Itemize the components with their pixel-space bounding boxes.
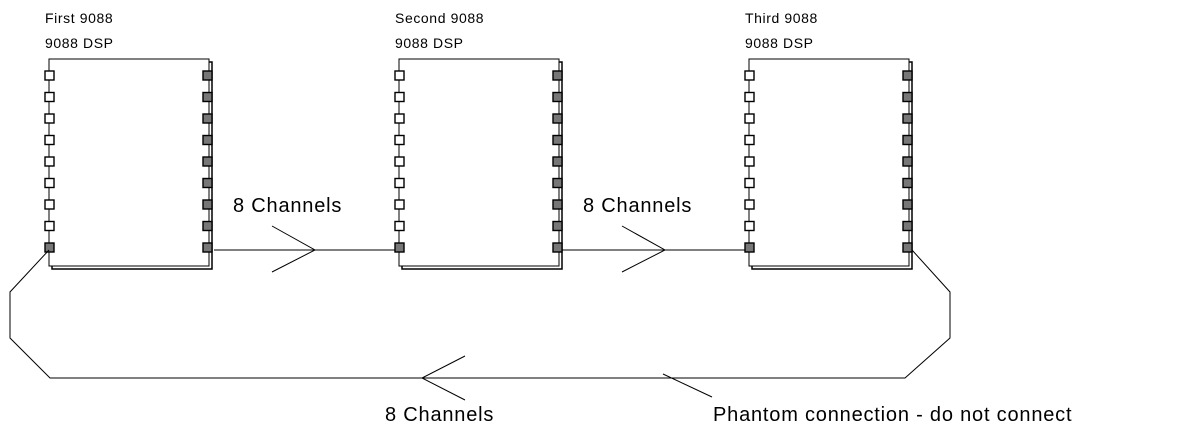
output-port[interactable] bbox=[902, 199, 913, 210]
device-name: Second 9088 bbox=[395, 10, 485, 26]
arrow-right-icon bbox=[271, 225, 317, 273]
input-port[interactable] bbox=[394, 113, 405, 124]
output-port[interactable] bbox=[552, 156, 563, 167]
output-port[interactable] bbox=[202, 134, 213, 146]
output-port[interactable] bbox=[902, 113, 913, 124]
input-port[interactable] bbox=[744, 199, 755, 210]
input-port[interactable] bbox=[744, 113, 755, 124]
output-port[interactable] bbox=[552, 220, 563, 232]
arrow-left-icon bbox=[420, 355, 466, 401]
input-port[interactable] bbox=[744, 134, 755, 146]
output-port[interactable] bbox=[902, 70, 913, 81]
output-port[interactable] bbox=[902, 91, 913, 103]
input-port[interactable] bbox=[44, 199, 55, 210]
output-port[interactable] bbox=[902, 177, 913, 189]
dsp-block-frame bbox=[48, 58, 210, 267]
channels-label-second-third: 8 Channels bbox=[583, 195, 693, 217]
input-port[interactable] bbox=[394, 156, 405, 167]
input-port[interactable] bbox=[394, 134, 405, 146]
net-in-port[interactable] bbox=[44, 242, 55, 253]
input-port[interactable] bbox=[44, 156, 55, 167]
input-port[interactable] bbox=[744, 70, 755, 81]
output-port[interactable] bbox=[552, 113, 563, 124]
input-port[interactable] bbox=[394, 199, 405, 210]
input-port[interactable] bbox=[44, 70, 55, 81]
output-port[interactable] bbox=[552, 199, 563, 210]
input-port[interactable] bbox=[394, 70, 405, 81]
output-port[interactable] bbox=[202, 70, 213, 81]
input-port[interactable] bbox=[744, 220, 755, 232]
device-model: 9088 DSP bbox=[745, 35, 814, 51]
dsp-block-frame bbox=[398, 58, 560, 267]
dsp-block-frame bbox=[748, 58, 910, 267]
input-port[interactable] bbox=[744, 91, 755, 103]
input-port[interactable] bbox=[44, 134, 55, 146]
input-port[interactable] bbox=[44, 113, 55, 124]
phantom-connection-note: Phantom connection - do not connect bbox=[713, 404, 1073, 426]
arrow-right-icon bbox=[621, 225, 667, 273]
net-in-port[interactable] bbox=[744, 242, 755, 253]
phantom-pointer-line bbox=[662, 373, 713, 398]
net-out-port[interactable] bbox=[552, 242, 563, 253]
channels-label-third-first: 8 Channels bbox=[385, 404, 495, 426]
device-name: Third 9088 bbox=[745, 10, 818, 26]
input-port[interactable] bbox=[394, 91, 405, 103]
input-port[interactable] bbox=[744, 156, 755, 167]
output-port[interactable] bbox=[552, 91, 563, 103]
net-out-port[interactable] bbox=[202, 242, 213, 253]
channels-label-first-second: 8 Channels bbox=[233, 195, 343, 217]
input-port[interactable] bbox=[44, 91, 55, 103]
output-port[interactable] bbox=[202, 220, 213, 232]
input-port[interactable] bbox=[744, 177, 755, 189]
net-in-port[interactable] bbox=[394, 242, 405, 253]
output-port[interactable] bbox=[202, 113, 213, 124]
net-out-port[interactable] bbox=[902, 242, 913, 253]
output-port[interactable] bbox=[202, 199, 213, 210]
input-port[interactable] bbox=[394, 220, 405, 232]
output-port[interactable] bbox=[552, 134, 563, 146]
output-port[interactable] bbox=[202, 177, 213, 189]
input-port[interactable] bbox=[44, 177, 55, 189]
phantom-loop-wire bbox=[9, 249, 951, 379]
input-port[interactable] bbox=[44, 220, 55, 232]
output-port[interactable] bbox=[202, 91, 213, 103]
output-port[interactable] bbox=[902, 134, 913, 146]
output-port[interactable] bbox=[552, 177, 563, 189]
input-port[interactable] bbox=[394, 177, 405, 189]
output-port[interactable] bbox=[202, 156, 213, 167]
device-model: 9088 DSP bbox=[45, 35, 114, 51]
device-model: 9088 DSP bbox=[395, 35, 464, 51]
output-port[interactable] bbox=[902, 156, 913, 167]
output-port[interactable] bbox=[902, 220, 913, 232]
output-port[interactable] bbox=[552, 70, 563, 81]
device-name: First 9088 bbox=[45, 10, 114, 26]
